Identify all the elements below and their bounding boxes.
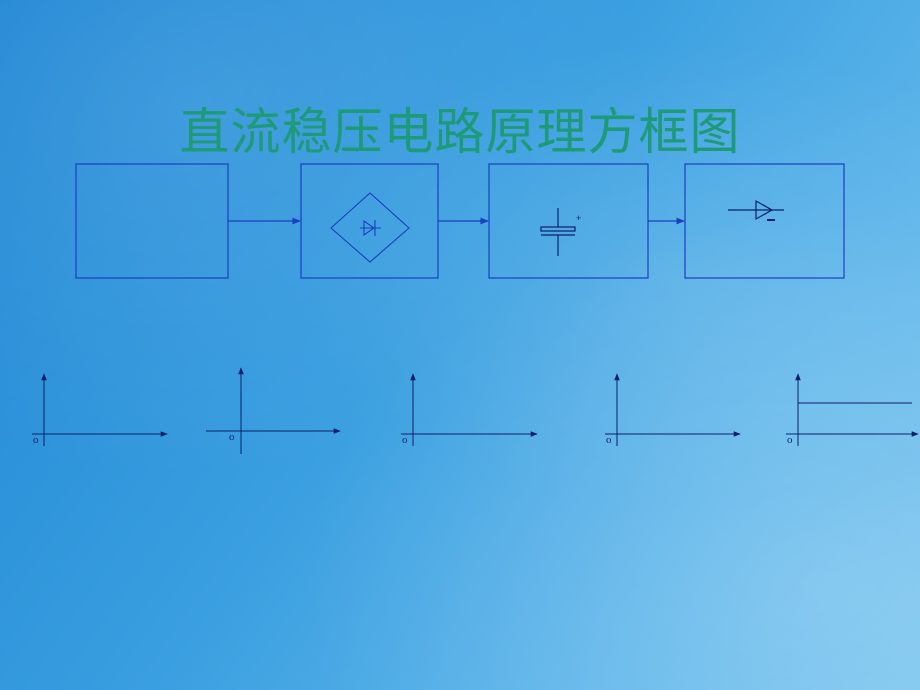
regulator-icon [728, 199, 784, 221]
block-transformer [75, 163, 229, 279]
block-regulator [684, 163, 845, 279]
slide-title: 直流稳压电路原理方框图 [179, 103, 741, 161]
block-filter [488, 163, 649, 279]
bridge-rectifier-icon [330, 192, 410, 263]
waveform-axes-5 [786, 373, 919, 446]
origin-label: o [229, 431, 235, 443]
capacitor-icon: + [540, 208, 581, 256]
origin-label: o [606, 434, 612, 446]
waveform-axes-2 [206, 367, 341, 454]
waveform-axes-3 [401, 373, 538, 446]
waveform-axes-1 [32, 373, 168, 446]
origin-label: o [787, 434, 793, 446]
origin-label: o [33, 434, 39, 446]
origin-label: o [402, 434, 408, 446]
waveform-axes-4 [605, 373, 741, 446]
svg-text:+: + [576, 213, 581, 223]
